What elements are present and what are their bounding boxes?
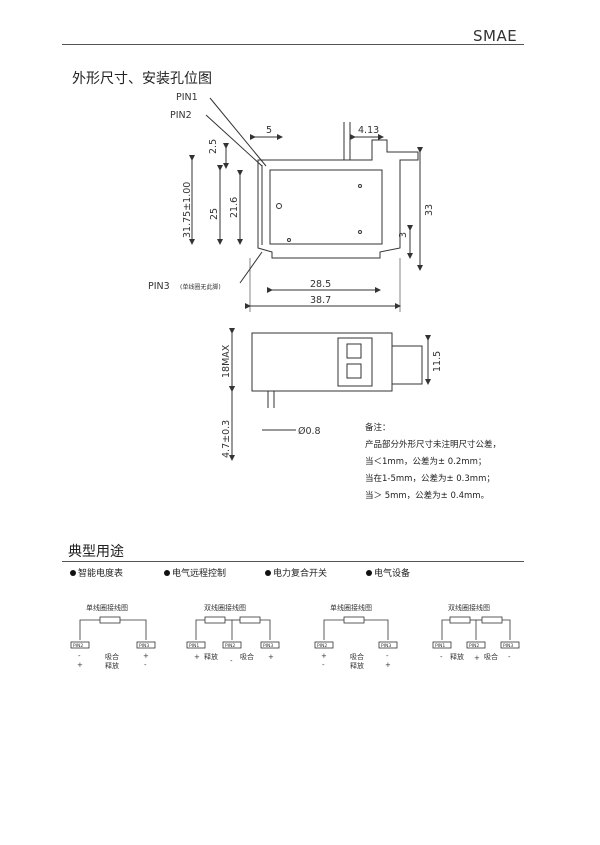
polarity-sign: - xyxy=(386,652,389,660)
dim-4-7: 4.7±0.3 xyxy=(221,420,232,458)
dim-0-8: Ø0.8 xyxy=(298,426,321,437)
polarity-sign: - xyxy=(322,661,325,669)
bullet-icon xyxy=(366,570,372,576)
application-item: 电气设备 xyxy=(366,566,410,579)
dim-31-75: 31.75±1.00 xyxy=(182,182,193,238)
dimension-section-title: 外形尺寸、安装孔位图 xyxy=(72,71,212,87)
notes-line: 当＜1mm，公差为± 0.2mm； xyxy=(365,457,487,467)
wiring-title: 双线圈接线图 xyxy=(204,603,246,612)
polarity-sign: + xyxy=(474,654,480,662)
polarity-sign: - xyxy=(440,653,443,661)
polarity-sign: + xyxy=(268,653,274,661)
action-label: 释放 xyxy=(204,652,218,661)
dim-33: 33 xyxy=(424,204,435,216)
bullet-icon xyxy=(164,570,170,576)
applications-title: 典型用途 xyxy=(68,544,124,560)
notes-line: 当在1-5mm，公差为± 0.3mm； xyxy=(365,474,495,484)
pin3-label: PIN3 xyxy=(148,281,170,292)
notes-line: 当＞ 5mm，公差为± 0.4mm。 xyxy=(365,491,490,501)
pin-label: PIN1 xyxy=(189,643,199,649)
application-item: 电力复合开关 xyxy=(265,566,327,579)
polarity-sign: - xyxy=(508,653,511,661)
polarity-sign: + xyxy=(77,661,83,669)
bullet-icon xyxy=(265,570,271,576)
dim-21-6: 21.6 xyxy=(229,197,240,218)
dim-4-13: 4.13 xyxy=(358,125,379,136)
pin-label: PIN3 xyxy=(381,643,391,649)
dim-28-5: 28.5 xyxy=(310,279,331,290)
polarity-sign: + xyxy=(194,653,200,661)
dim-18max: 18MAX xyxy=(221,344,232,378)
pin-label: PIN3 xyxy=(503,643,513,649)
polarity-sign: + xyxy=(385,661,391,669)
pin2-label: PIN2 xyxy=(170,110,192,121)
polarity-sign: - xyxy=(144,661,147,669)
pin3-note: (单线圈无此脚) xyxy=(180,283,221,291)
dim-3: 3 xyxy=(398,232,409,238)
dim-25: 25 xyxy=(209,208,220,220)
wiring-title: 单线圈接线图 xyxy=(330,603,372,612)
action-label: 吸合 xyxy=(240,652,254,661)
bullet-icon xyxy=(70,570,76,576)
wiring-diagrams: 单线圈接线图 双线圈接线图 单线圈接线图 双线圈接线图 PIN2 PIN3 PI… xyxy=(70,603,520,670)
pin-label: PIN3 xyxy=(263,643,273,649)
dim-2-5: 2.5 xyxy=(208,139,219,154)
polarity-sign: - xyxy=(230,657,233,665)
action-label: 吸合 xyxy=(105,652,119,661)
pin1-label: PIN1 xyxy=(176,92,198,103)
pin-label: PIN2 xyxy=(469,643,479,649)
dimension-drawing: PIN1 PIN2 PIN3 (单线圈无此脚) 5 4.13 2.5 31.75… xyxy=(148,92,443,461)
action-label: 释放 xyxy=(450,652,464,661)
dim-11-5: 11.5 xyxy=(432,351,443,372)
header-rule xyxy=(62,44,524,45)
notes-title: 备注： xyxy=(365,423,391,433)
application-item: 电气远程控制 xyxy=(164,566,226,579)
polarity-sign: + xyxy=(321,652,327,660)
action-label: 吸合 xyxy=(484,652,498,661)
wiring-title: 双线圈接线图 xyxy=(448,603,490,612)
polarity-sign: + xyxy=(143,652,149,660)
action-label: 释放 xyxy=(105,661,119,670)
polarity-sign: - xyxy=(78,652,81,660)
notes-block: 备注： 产品部分外形尺寸未注明尺寸公差， 当＜1mm，公差为± 0.2mm； 当… xyxy=(365,420,501,505)
notes-line: 产品部分外形尺寸未注明尺寸公差， xyxy=(365,440,502,450)
application-item: 智能电度表 xyxy=(70,566,123,579)
action-label: 吸合 xyxy=(350,652,364,661)
housing-inner xyxy=(269,169,383,245)
dim-38-7: 38.7 xyxy=(310,295,331,306)
wiring-title: 单线圈接线图 xyxy=(86,603,128,612)
action-label: 释放 xyxy=(350,661,364,670)
pin-label: PIN2 xyxy=(317,643,327,649)
dim-5: 5 xyxy=(266,125,272,136)
section-rule xyxy=(62,561,524,562)
pin-label: PIN1 xyxy=(435,643,445,649)
pin-label: PIN2 xyxy=(225,643,235,649)
pin-label: PIN2 xyxy=(73,643,83,649)
brand-name: SMAE xyxy=(473,27,518,45)
pin-label: PIN3 xyxy=(139,643,149,649)
